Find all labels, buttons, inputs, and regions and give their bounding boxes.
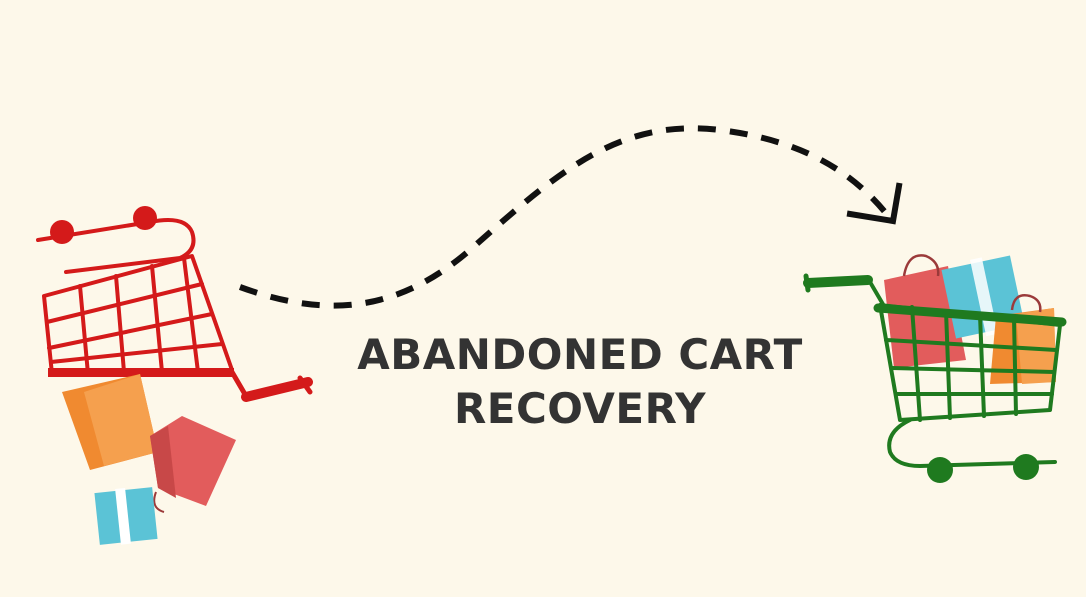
orange-bag-icon <box>990 294 1056 384</box>
red-bag-icon <box>150 416 236 513</box>
cart-rail <box>48 368 234 377</box>
handle-icon <box>241 377 313 402</box>
wheel-icon <box>50 220 74 244</box>
headline-line-1: ABANDONED CART <box>357 330 803 379</box>
wheel-icon <box>1013 454 1039 480</box>
wheel-icon <box>927 457 953 483</box>
cart-rail <box>873 303 1067 327</box>
abandoned-cart-icon <box>36 218 249 399</box>
headline-line-2: RECOVERY <box>453 384 707 433</box>
dashed-curved-arrow-icon <box>238 125 903 309</box>
handle-icon <box>803 275 873 288</box>
recovered-cart-icon <box>868 280 1062 468</box>
headline: ABANDONED CART RECOVERY <box>330 328 830 436</box>
orange-bag-icon <box>62 374 158 470</box>
gift-box-icon <box>94 487 158 545</box>
wheel-icon <box>133 206 157 230</box>
